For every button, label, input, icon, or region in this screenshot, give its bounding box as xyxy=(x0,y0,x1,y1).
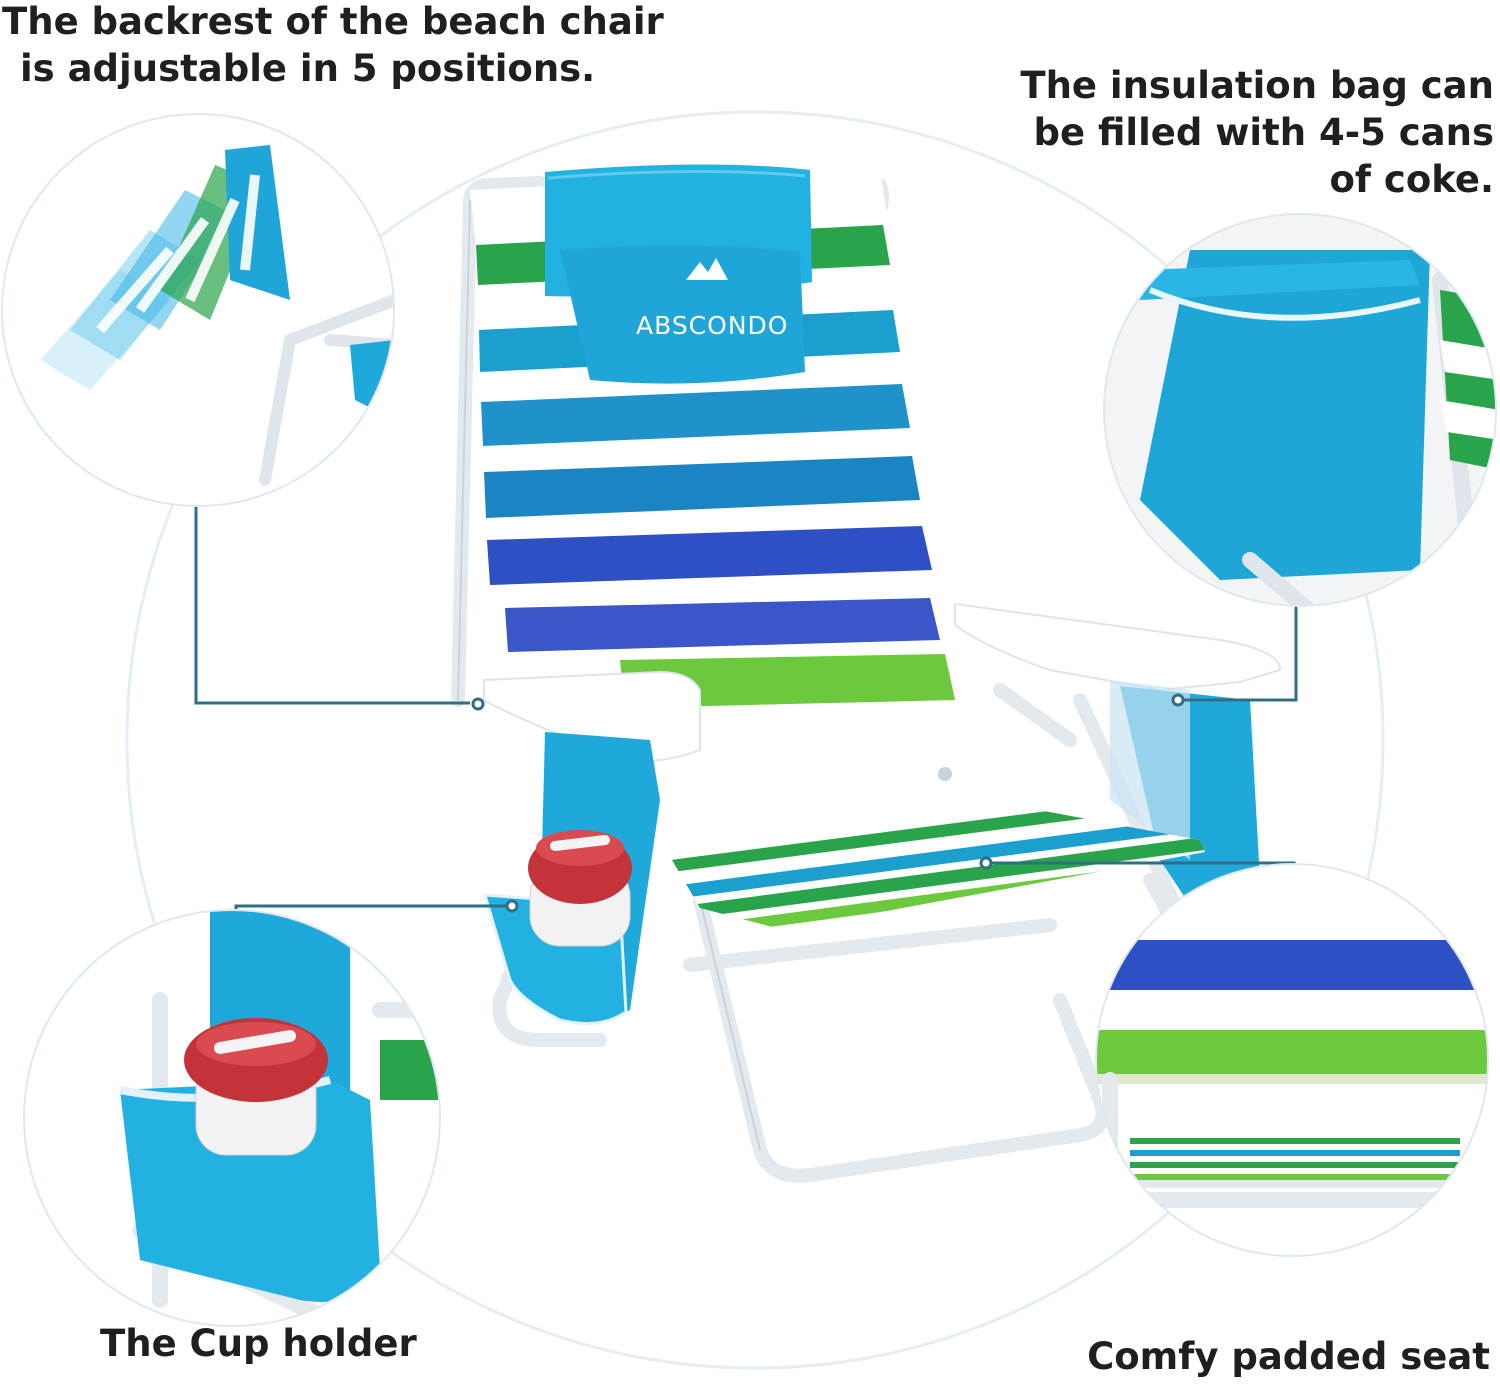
callout-dot-seat xyxy=(979,856,993,870)
caption-cup-holder: The Cup holder xyxy=(100,1322,417,1365)
caption-backrest: The backrest of the beach chair is adjus… xyxy=(2,0,664,92)
caption-insulation-line3: of coke. xyxy=(1329,158,1494,201)
callout-dot-cup xyxy=(505,899,519,913)
callout-dot-backrest xyxy=(471,697,485,711)
caption-insulation-line1: The insulation bag can xyxy=(1020,64,1494,107)
inset-padded-seat xyxy=(1095,863,1489,1257)
caption-insulation-line2: be filled with 4-5 cans xyxy=(1033,111,1494,154)
inset-insulation-bag xyxy=(1103,213,1497,607)
brand-logo-icon xyxy=(686,258,728,280)
background-circle xyxy=(125,110,1385,1370)
callout-dot-insulation xyxy=(1171,693,1185,707)
main-chair: ABSCONDO xyxy=(451,164,1282,1183)
brand-logo: ABSCONDO xyxy=(636,311,788,340)
headrest-pillow xyxy=(545,164,812,384)
cup-icon xyxy=(528,830,632,947)
inset-cup-holder xyxy=(23,909,441,1327)
inset-backrest-positions xyxy=(1,113,395,507)
caption-backrest-line2: is adjustable in 5 positions. xyxy=(20,47,596,90)
caption-insulation: The insulation bag can be filled with 4-… xyxy=(1020,62,1494,203)
caption-seat: Comfy padded seat xyxy=(1087,1335,1490,1378)
caption-backrest-line1: The backrest of the beach chair xyxy=(2,0,664,43)
armrests xyxy=(483,602,1282,763)
